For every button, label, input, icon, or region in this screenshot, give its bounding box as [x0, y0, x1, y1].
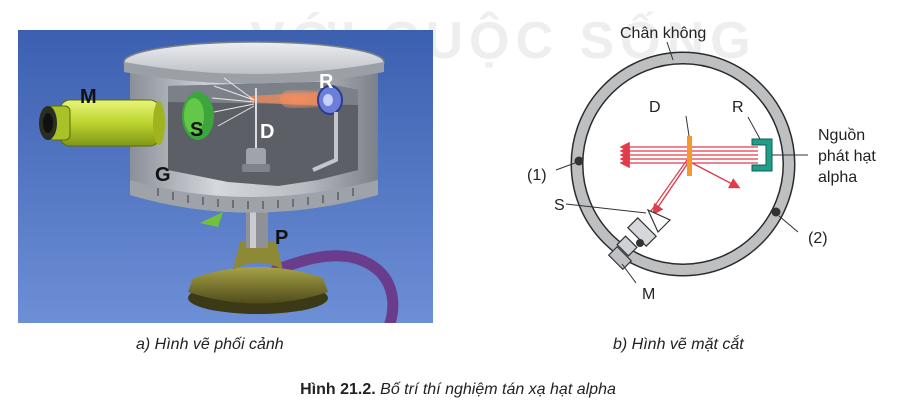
label-m: M [80, 86, 97, 108]
perspective-svg: M S R D G P [18, 30, 433, 323]
gold-foil-d [687, 136, 692, 176]
cross-section-svg: Chân không D R Nguồn phát hạt alpha (1) … [527, 25, 876, 303]
label-source-3: alpha [818, 169, 857, 186]
label-r: R [732, 99, 744, 116]
figure-number: Hình 21.2. [300, 381, 376, 398]
marker-2 [771, 207, 781, 217]
deflected-ray-s [652, 159, 691, 216]
deflected-ray-down [691, 162, 741, 189]
caption-b: b) Hình vẽ mặt cắt [613, 336, 744, 353]
label-vacuum: Chân không [620, 25, 706, 42]
caption-a: a) Hình vẽ phối cảnh [136, 336, 284, 353]
figure-caption: Hình 21.2. Bố trí thí nghiệm tán xạ hạt … [0, 381, 916, 399]
angle-pointer [200, 212, 223, 227]
label-source-1: Nguồn [818, 127, 865, 144]
perspective-drawing: M S R D G P [18, 30, 433, 323]
cross-section-drawing: Chân không D R Nguồn phát hạt alpha (1) … [470, 0, 916, 330]
label-g: G [155, 164, 171, 186]
microscope-m [607, 208, 672, 271]
label-m: M [642, 286, 655, 303]
label-p: P [275, 227, 288, 249]
label-r: R [319, 71, 334, 93]
label-s: S [554, 197, 565, 214]
label-d: D [649, 99, 661, 116]
vacuum-hose [270, 250, 399, 323]
label-source-2: phát hạt [818, 148, 876, 165]
beam-glow [250, 92, 318, 106]
microscope-m [39, 99, 165, 147]
alpha-source-r [751, 138, 773, 172]
label-p2: (2) [808, 230, 828, 247]
marker-1 [574, 156, 584, 166]
figure-title: Bố trí thí nghiệm tán xạ hạt alpha [380, 381, 616, 398]
label-d: D [260, 121, 274, 143]
angle-scale [130, 180, 378, 213]
label-s: S [190, 119, 203, 141]
label-p1: (1) [527, 167, 547, 184]
